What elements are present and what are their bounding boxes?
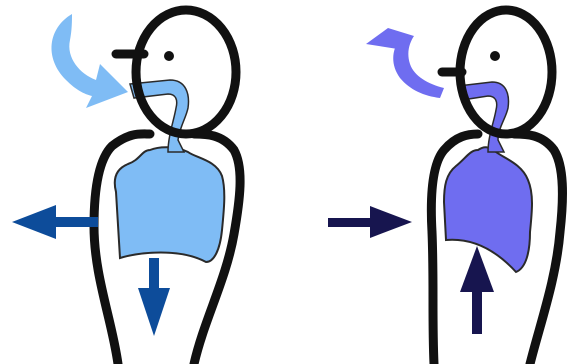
lungs <box>444 147 532 272</box>
lungs <box>115 147 225 262</box>
exhale-figure <box>328 10 562 364</box>
curved-arrow-out-of-mouth-icon <box>366 28 444 98</box>
arrow-right-icon <box>328 206 412 238</box>
arrow-left-icon <box>12 205 98 239</box>
curved-arrow-into-mouth-icon <box>52 14 128 108</box>
arrow-down-icon <box>138 258 170 336</box>
arrow-up-icon <box>460 246 494 334</box>
inhale-figure <box>12 10 240 364</box>
eye <box>490 51 500 61</box>
eye <box>164 51 174 61</box>
